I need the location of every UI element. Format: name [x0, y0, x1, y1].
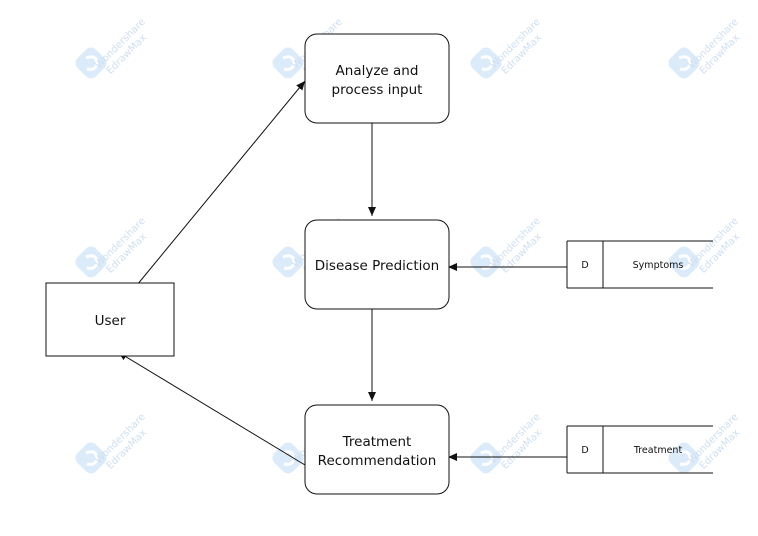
store-id: D	[581, 445, 588, 456]
process-label-line2: Recommendation	[318, 453, 437, 469]
process-label: Disease Prediction	[315, 258, 439, 274]
data-store-symptoms[interactable]: D Symptoms	[566, 240, 713, 289]
process-label-line1: Treatment	[342, 434, 412, 450]
watermark: Wondershare EdrawMax	[71, 17, 149, 83]
process-disease-prediction[interactable]: Disease Prediction	[304, 219, 450, 310]
store-label: Symptoms	[633, 260, 684, 271]
external-entity-user[interactable]: User	[45, 282, 175, 357]
store-label: Treatment	[633, 445, 683, 456]
connectors	[117, 80, 567, 466]
watermark: Wondershare EdrawMax	[466, 17, 544, 83]
watermark: Wondershare EdrawMax	[71, 216, 149, 282]
entity-label: User	[95, 313, 126, 329]
watermark: Wondershare EdrawMax	[466, 216, 544, 282]
data-store-treatment[interactable]: D Treatment	[566, 425, 713, 474]
store-id: D	[581, 260, 588, 271]
process-treatment-recommendation[interactable]: Treatment Recommendation	[304, 404, 450, 495]
arrow-user-to-analyze	[136, 80, 306, 286]
process-label-line2: process input	[332, 82, 423, 98]
watermark: Wondershare EdrawMax	[664, 412, 742, 478]
watermark: Wondershare EdrawMax	[664, 17, 742, 83]
process-label-line1: Analyze and	[336, 63, 419, 79]
watermark: Wondershare EdrawMax	[466, 412, 544, 478]
arrow-treat-to-user	[117, 351, 306, 466]
watermark: Wondershare EdrawMax	[71, 412, 149, 478]
process-analyze-input[interactable]: Analyze and process input	[304, 33, 450, 124]
